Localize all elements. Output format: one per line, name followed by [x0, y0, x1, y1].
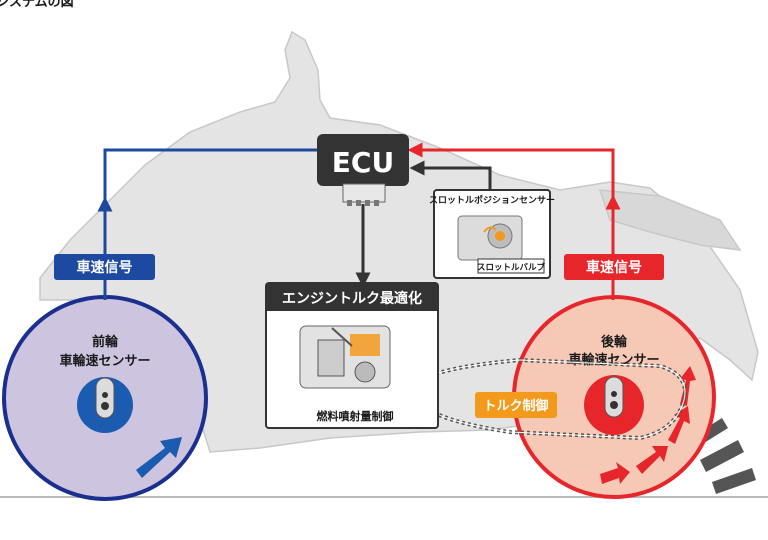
throttle-sensor-label: スロットルポジションセンサー	[429, 194, 555, 206]
front-rotation-arrow-icon	[136, 437, 182, 478]
front-sensor-label-line1: 前輪	[92, 334, 119, 350]
engine-illustration	[299, 325, 391, 389]
rear-rotation-arrows-icon	[600, 366, 696, 484]
ecu-label: ECU	[332, 146, 394, 179]
front-signal-line	[103, 148, 320, 300]
rear-signal-line	[407, 142, 615, 300]
rear-sensor-label-line1: 後輪	[601, 334, 628, 350]
rear-signal-label: 車速信号	[586, 259, 642, 276]
engine-caption: 燃料噴射量制御	[316, 409, 394, 423]
front-signal-label: 車速信号	[77, 259, 133, 276]
front-sensor-label-line2: 車輪速センサー	[59, 353, 150, 369]
front-wheel: 前輪 車輪速センサー	[2, 295, 208, 501]
engine-title: エンジントルク最適化	[282, 290, 422, 307]
engine-box: エンジントルク最適化 燃料噴射量制御	[265, 282, 439, 429]
ecu-connector	[342, 183, 386, 203]
throttle-to-ecu-line	[409, 160, 492, 190]
ecu-box: ECU	[317, 134, 409, 206]
rear-signal-box: 車速信号	[564, 254, 664, 280]
torque-control-label: トルク制御	[483, 398, 548, 414]
torque-control-badge: トルク制御	[475, 392, 557, 418]
throttle-body-illustration	[457, 215, 523, 261]
front-signal-box: 車速信号	[54, 254, 155, 280]
rear-wheel: 後輪 車輪速センサー	[512, 295, 716, 499]
throttle-sensor-box: スロットルポジションセンサー スロットルバルブ	[429, 189, 555, 279]
throttle-valve-label: スロットルバルブ	[477, 262, 546, 273]
header-title: システムの図	[0, 0, 74, 10]
